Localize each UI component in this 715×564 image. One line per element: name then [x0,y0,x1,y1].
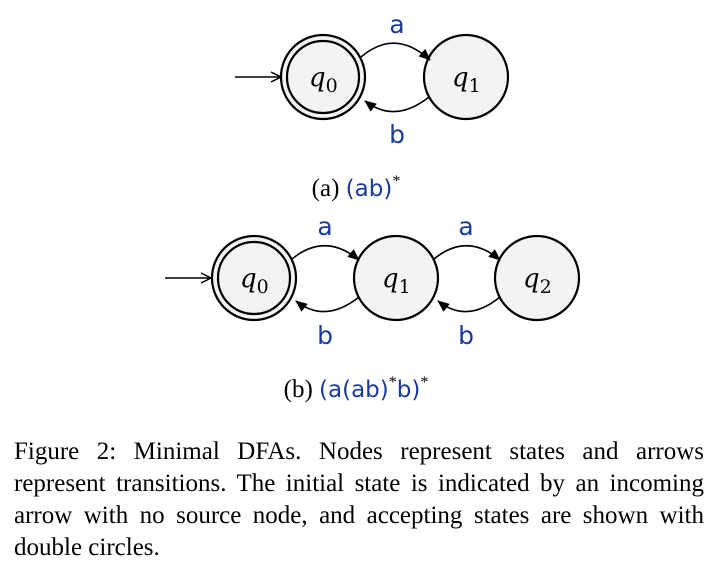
transition-b-q1-q2 [433,245,501,261]
diagram-a: q0 q1 a b (a) (ab)* [235,10,510,202]
figure-caption: Figure 2: Minimal DFAs. Nodes represent … [14,438,704,561]
state-label-b-q2: q2 [523,264,552,298]
subfigure-caption-b: (b) (a(ab)*b)* [284,374,429,403]
transition-b-q0-q1 [291,245,360,261]
state-label-a-q0: q0 [309,63,338,97]
dfa-figure: q0 q1 a b (a) (ab)* q0 q1 q2 [165,10,581,403]
state-label-b-q0: q0 [240,264,269,298]
transition-label-b-q0-q1: a [317,212,332,241]
transition-a-q0-q1 [360,42,431,61]
transition-label-b-q1-q2: a [458,212,473,241]
transition-label-a-q1-q0: b [389,120,405,149]
state-label-b-q1: q1 [382,264,411,298]
state-label-a-q1: q1 [452,63,481,97]
transition-b-q1-q0 [295,296,360,313]
state-node-b-q1: q1 [352,234,440,322]
transition-b-q2-q1 [437,296,501,313]
state-node-b-q0: q0 [210,234,298,322]
transition-label-a-q0-q1: a [389,10,404,39]
transition-label-b-q2-q1: b [458,321,474,350]
diagram-b: q0 q1 q2 a b a b (b) (a(ab)*b)* [165,212,581,403]
state-node-b-q2: q2 [493,234,581,322]
transition-label-b-q1-q0: b [317,321,333,350]
subfigure-caption-a: (a) (ab)* [312,173,401,202]
transition-a-q1-q0 [364,96,430,113]
state-node-a-q1: q1 [422,33,510,121]
state-node-a-q0: q0 [279,33,367,121]
